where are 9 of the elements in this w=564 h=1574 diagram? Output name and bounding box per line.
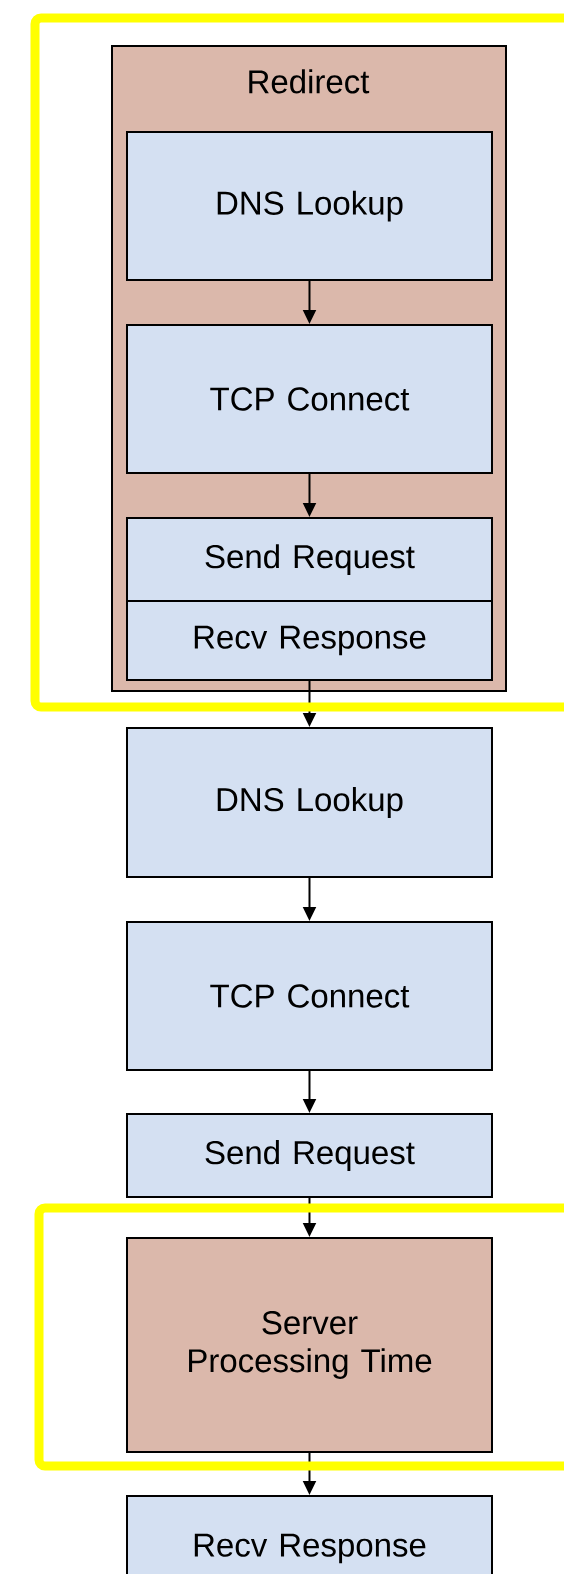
- process-box: Send Request: [126, 517, 493, 602]
- process-box: Send Request: [126, 1113, 493, 1198]
- process-box: TCP Connect: [126, 324, 493, 474]
- process-box: DNS Lookup: [126, 727, 493, 878]
- process-box: TCP Connect: [126, 921, 493, 1071]
- process-box: Recv Response: [126, 1495, 493, 1574]
- process-box: Server Processing Time: [126, 1237, 493, 1453]
- process-box: DNS Lookup: [126, 131, 493, 281]
- process-box: Recv Response: [126, 600, 493, 681]
